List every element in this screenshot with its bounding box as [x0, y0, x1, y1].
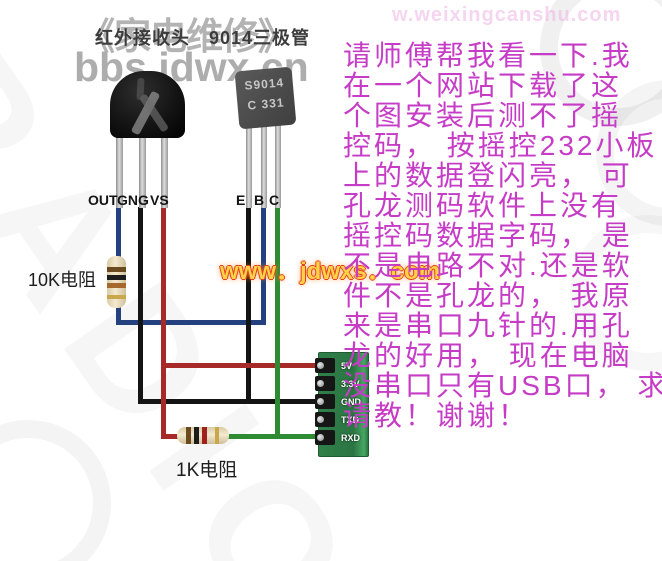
transistor-leg-b [261, 122, 267, 208]
resistor-band [107, 295, 126, 299]
pin-metal [317, 380, 324, 387]
wire-collector-vertical [275, 207, 280, 439]
question-line: 摇控码数据字码， 是 [343, 220, 633, 251]
question-line: 来是串口九针的.用孔 [343, 310, 633, 341]
resistor-band [107, 267, 126, 272]
wire-collector-to-rxd [226, 434, 322, 439]
module-label-txd: TXD [341, 415, 359, 425]
wire-power-to-5v [161, 363, 322, 368]
resistor-band [215, 427, 219, 444]
pin-metal [317, 416, 324, 423]
wire-base-vertical [261, 207, 266, 325]
module-pin-txd [315, 412, 335, 427]
question-line: 控码， 按摇控232小板 [343, 130, 658, 161]
pin-metal [317, 362, 324, 369]
module-label-gnd: GND [341, 397, 361, 407]
ir-leg-gnd [139, 134, 146, 208]
question-text: 请师傅帮我看一下.我 在一个网站下载了这 个图安装后测不了摇 控码， 按摇控23… [343, 41, 662, 431]
resistor-band [194, 427, 199, 444]
question-line: 上的数据登闪亮， 可 [343, 160, 633, 191]
resistor-1k-label: 1K电阻 [176, 460, 238, 481]
pin-metal [317, 434, 324, 441]
question-line: 请教！谢谢！ [343, 400, 530, 431]
wire-emitter-vertical [246, 207, 251, 404]
transistor-pin-label-c: C [269, 192, 280, 208]
resistor-1k [177, 427, 229, 444]
corner-watermark: w.weixingcanshu.com [392, 4, 622, 26]
resistor-10k-label: 10K电阻 [28, 270, 97, 290]
wire-power-vertical [161, 207, 166, 439]
resistor-band [107, 283, 126, 288]
question-line: 孔龙测码软件上没有 [343, 190, 623, 221]
resistor-band [186, 427, 191, 444]
transistor-pin-label-b: B [254, 192, 265, 208]
resistor-band [202, 427, 207, 444]
module-label-rxd: RXD [341, 433, 361, 443]
ir-lens-highlight [136, 77, 145, 101]
module-pin-3v3 [315, 376, 335, 391]
wire-gnd-horizontal [138, 399, 322, 404]
transistor-body: S9014 C 331 [234, 66, 297, 130]
transistor-pin-label-e: E [236, 192, 246, 208]
site-watermark: www．jdwxs．com [220, 258, 441, 285]
resistor-band [107, 275, 126, 280]
transistor-leg-c [275, 122, 281, 208]
wire-power-to-resistor [161, 434, 181, 439]
diagram-title: 红外接收头 9014三极管 [95, 28, 311, 48]
question-line: 没串口只有USB口， 求 [343, 370, 662, 401]
ir-leg-vs [161, 134, 168, 208]
ir-pin-label-out: OUT [88, 192, 118, 208]
module-label-3v3: 3.3V [341, 379, 360, 389]
wire-out-to-base [116, 320, 266, 325]
module-pin-gnd [315, 394, 335, 409]
module-label-5v: 5V [341, 361, 353, 371]
question-line: 请师傅帮我看一下.我 [343, 40, 633, 71]
module-pin-5v [315, 358, 335, 373]
transistor-leg-e [246, 122, 252, 208]
module-pin-rxd [315, 430, 335, 445]
wire-gnd-vertical [138, 207, 143, 404]
question-line: 不是电路不对.还是软 [343, 250, 633, 281]
question-line: 件不是孔龙的， 我原 [343, 280, 633, 311]
question-line: 在一个网站下载了这 [343, 70, 623, 101]
ir-leg-out [116, 134, 123, 208]
brand-watermark: 《家电维修》 [78, 16, 295, 57]
transistor-marking: S9014 [243, 75, 285, 93]
question-line: 个图安装后测不了摇 [343, 100, 623, 131]
ir-pin-label-gnd: GNG [117, 192, 149, 208]
resistor-10k [107, 256, 126, 308]
question-line: 龙的好用， 现在电脑 [343, 340, 633, 371]
transistor-marking: C 331 [246, 95, 286, 113]
ir-pin-label-vs: VS [150, 192, 169, 208]
pin-metal [317, 398, 324, 405]
